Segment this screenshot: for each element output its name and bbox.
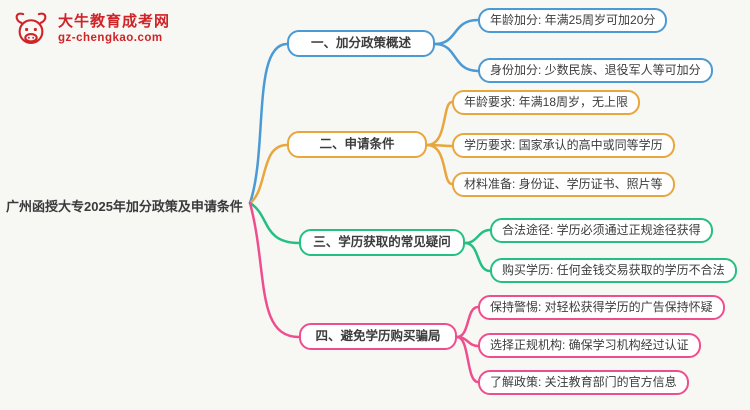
root-topic: 广州函授大专2025年加分政策及申请条件 xyxy=(6,199,243,214)
leaf-node-3-1: 合法途径: 学历必须通过正规途径获得 xyxy=(490,218,713,243)
site-name: 大牛教育成考网 xyxy=(58,13,171,30)
leaf-node-1-1: 年龄加分: 年满25周岁可加20分 xyxy=(478,8,668,33)
leaf-node-2-2: 学历要求: 国家承认的高中或同等学历 xyxy=(452,133,675,158)
leaf-node-4-3: 了解政策: 关注教育部门的官方信息 xyxy=(478,370,689,395)
leaf-node-4-2: 选择正规机构: 确保学习机构经过认证 xyxy=(478,333,701,358)
branch-node-3: 三、学历获取的常见疑问 xyxy=(299,229,465,256)
leaf-node-4-1: 保持警惕: 对轻松获得学历的广告保持怀疑 xyxy=(478,295,725,320)
leaf-node-2-1: 年龄要求: 年满18周岁，无上限 xyxy=(452,90,641,115)
bull-icon xyxy=(15,12,47,45)
site-logo: 大牛教育成考网 gz-chengkao.com xyxy=(10,8,170,50)
branch-node-2: 二、申请条件 xyxy=(287,131,427,158)
branch-node-4: 四、避免学历购买骗局 xyxy=(299,323,457,350)
branch-node-1: 一、加分政策概述 xyxy=(287,30,435,57)
leaf-node-2-3: 材料准备: 身份证、学历证书、照片等 xyxy=(452,172,675,197)
leaf-node-3-2: 购买学历: 任何金钱交易获取的学历不合法 xyxy=(490,258,737,283)
site-url: gz-chengkao.com xyxy=(58,32,163,44)
leaf-node-1-2: 身份加分: 少数民族、退役军人等可加分 xyxy=(478,58,713,83)
